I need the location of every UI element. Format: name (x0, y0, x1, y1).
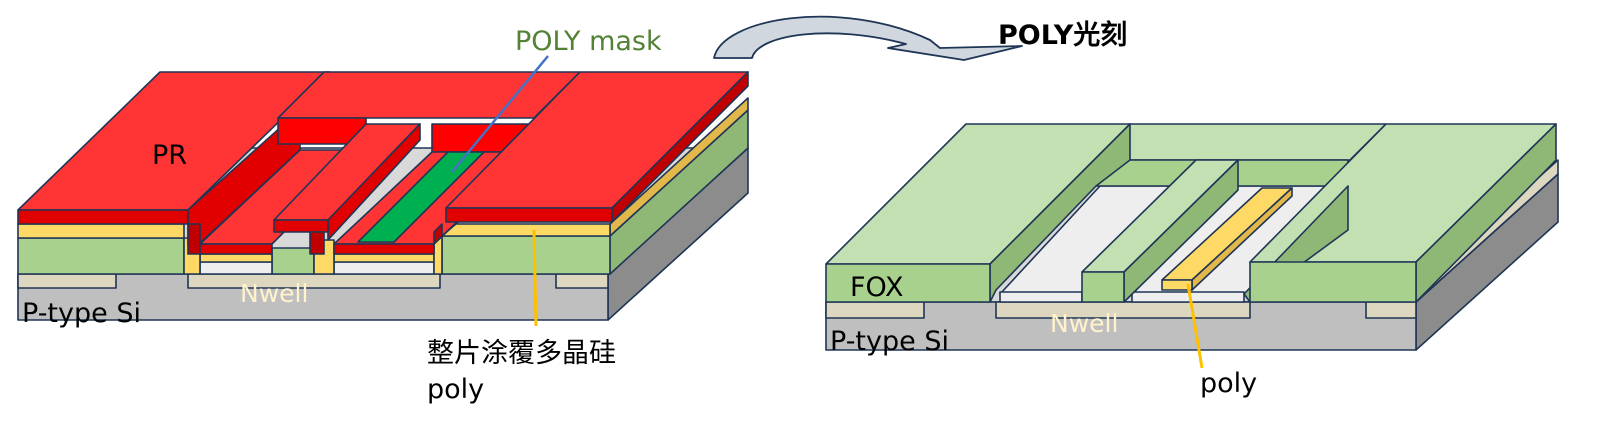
right-fox-right-front (1249, 261, 1417, 303)
left-poly-mask-window (357, 151, 485, 243)
right-fox-finger-front (1081, 271, 1125, 303)
left-active-right (555, 273, 609, 289)
left-gate-oxide-b (333, 261, 435, 275)
right-active-right (1365, 301, 1417, 319)
process-step-label: POLY光刻 (998, 19, 1127, 51)
right-fox-label: FOX (850, 272, 904, 303)
left-poly-caption-line2: poly (427, 374, 484, 405)
left-poly-right-front (441, 223, 611, 237)
left-pr-trench-b-front (333, 243, 435, 255)
left-pr-finger-side (327, 123, 421, 241)
right-fox-back-top (1095, 123, 1387, 161)
left-mask-label: POLY mask (515, 26, 662, 57)
right-poly-leader (1186, 283, 1204, 369)
left-fox-mid-front (271, 247, 315, 275)
left-gate-oxide-a (199, 261, 273, 275)
right-gate-oxide-b (1131, 291, 1245, 303)
right-fox-left-front (825, 263, 991, 303)
left-pr-finger-leg-a (309, 231, 325, 255)
left-substrate-label: P-type Si (22, 298, 141, 329)
left-mask-leader (451, 55, 549, 173)
left-pr-left-wall-front (187, 223, 201, 255)
right-substrate-label: P-type Si (830, 326, 949, 357)
right-gate-oxide-a (999, 291, 1083, 303)
right-poly-gate-front (1161, 279, 1193, 291)
process-step: POLY光刻 (713, 15, 1127, 61)
left-pr (17, 71, 749, 255)
right-poly-label: poly (1200, 368, 1257, 399)
left-pr-right-front (445, 207, 613, 223)
right-nwell (995, 301, 1251, 319)
left-poly-caption-line1: 整片涂覆多晶硅 (427, 338, 616, 369)
left-pr-back-top (277, 71, 581, 119)
left-pr-label: PR (152, 140, 187, 171)
left-pr-trench-a-front (199, 243, 273, 255)
left-pr-left-front (17, 209, 189, 225)
right-fox (825, 123, 1557, 303)
left-fox-left-front (17, 237, 185, 275)
right-active-left (825, 301, 925, 319)
left-poly-leader (532, 229, 538, 327)
right-structure: FOX Nwell P-type Si poly (825, 123, 1559, 399)
left-nwell (187, 273, 441, 289)
left-structure: PR POLY mask Nwell P-type Si 整片涂覆多晶硅 pol… (17, 26, 749, 405)
left-fox-right-front (441, 235, 611, 275)
left-fox (17, 109, 749, 275)
right-nwell-label: Nwell (1050, 309, 1118, 338)
left-poly-trench-b (333, 253, 435, 263)
left-poly-trench-a (199, 253, 273, 263)
right-poly-gate (1161, 187, 1293, 291)
left-nwell-label: Nwell (240, 279, 308, 308)
left-active-left (17, 273, 117, 289)
curved-arrow-icon (713, 15, 1023, 61)
left-poly-left-front (17, 223, 185, 239)
left-pr-finger-front (273, 219, 329, 233)
